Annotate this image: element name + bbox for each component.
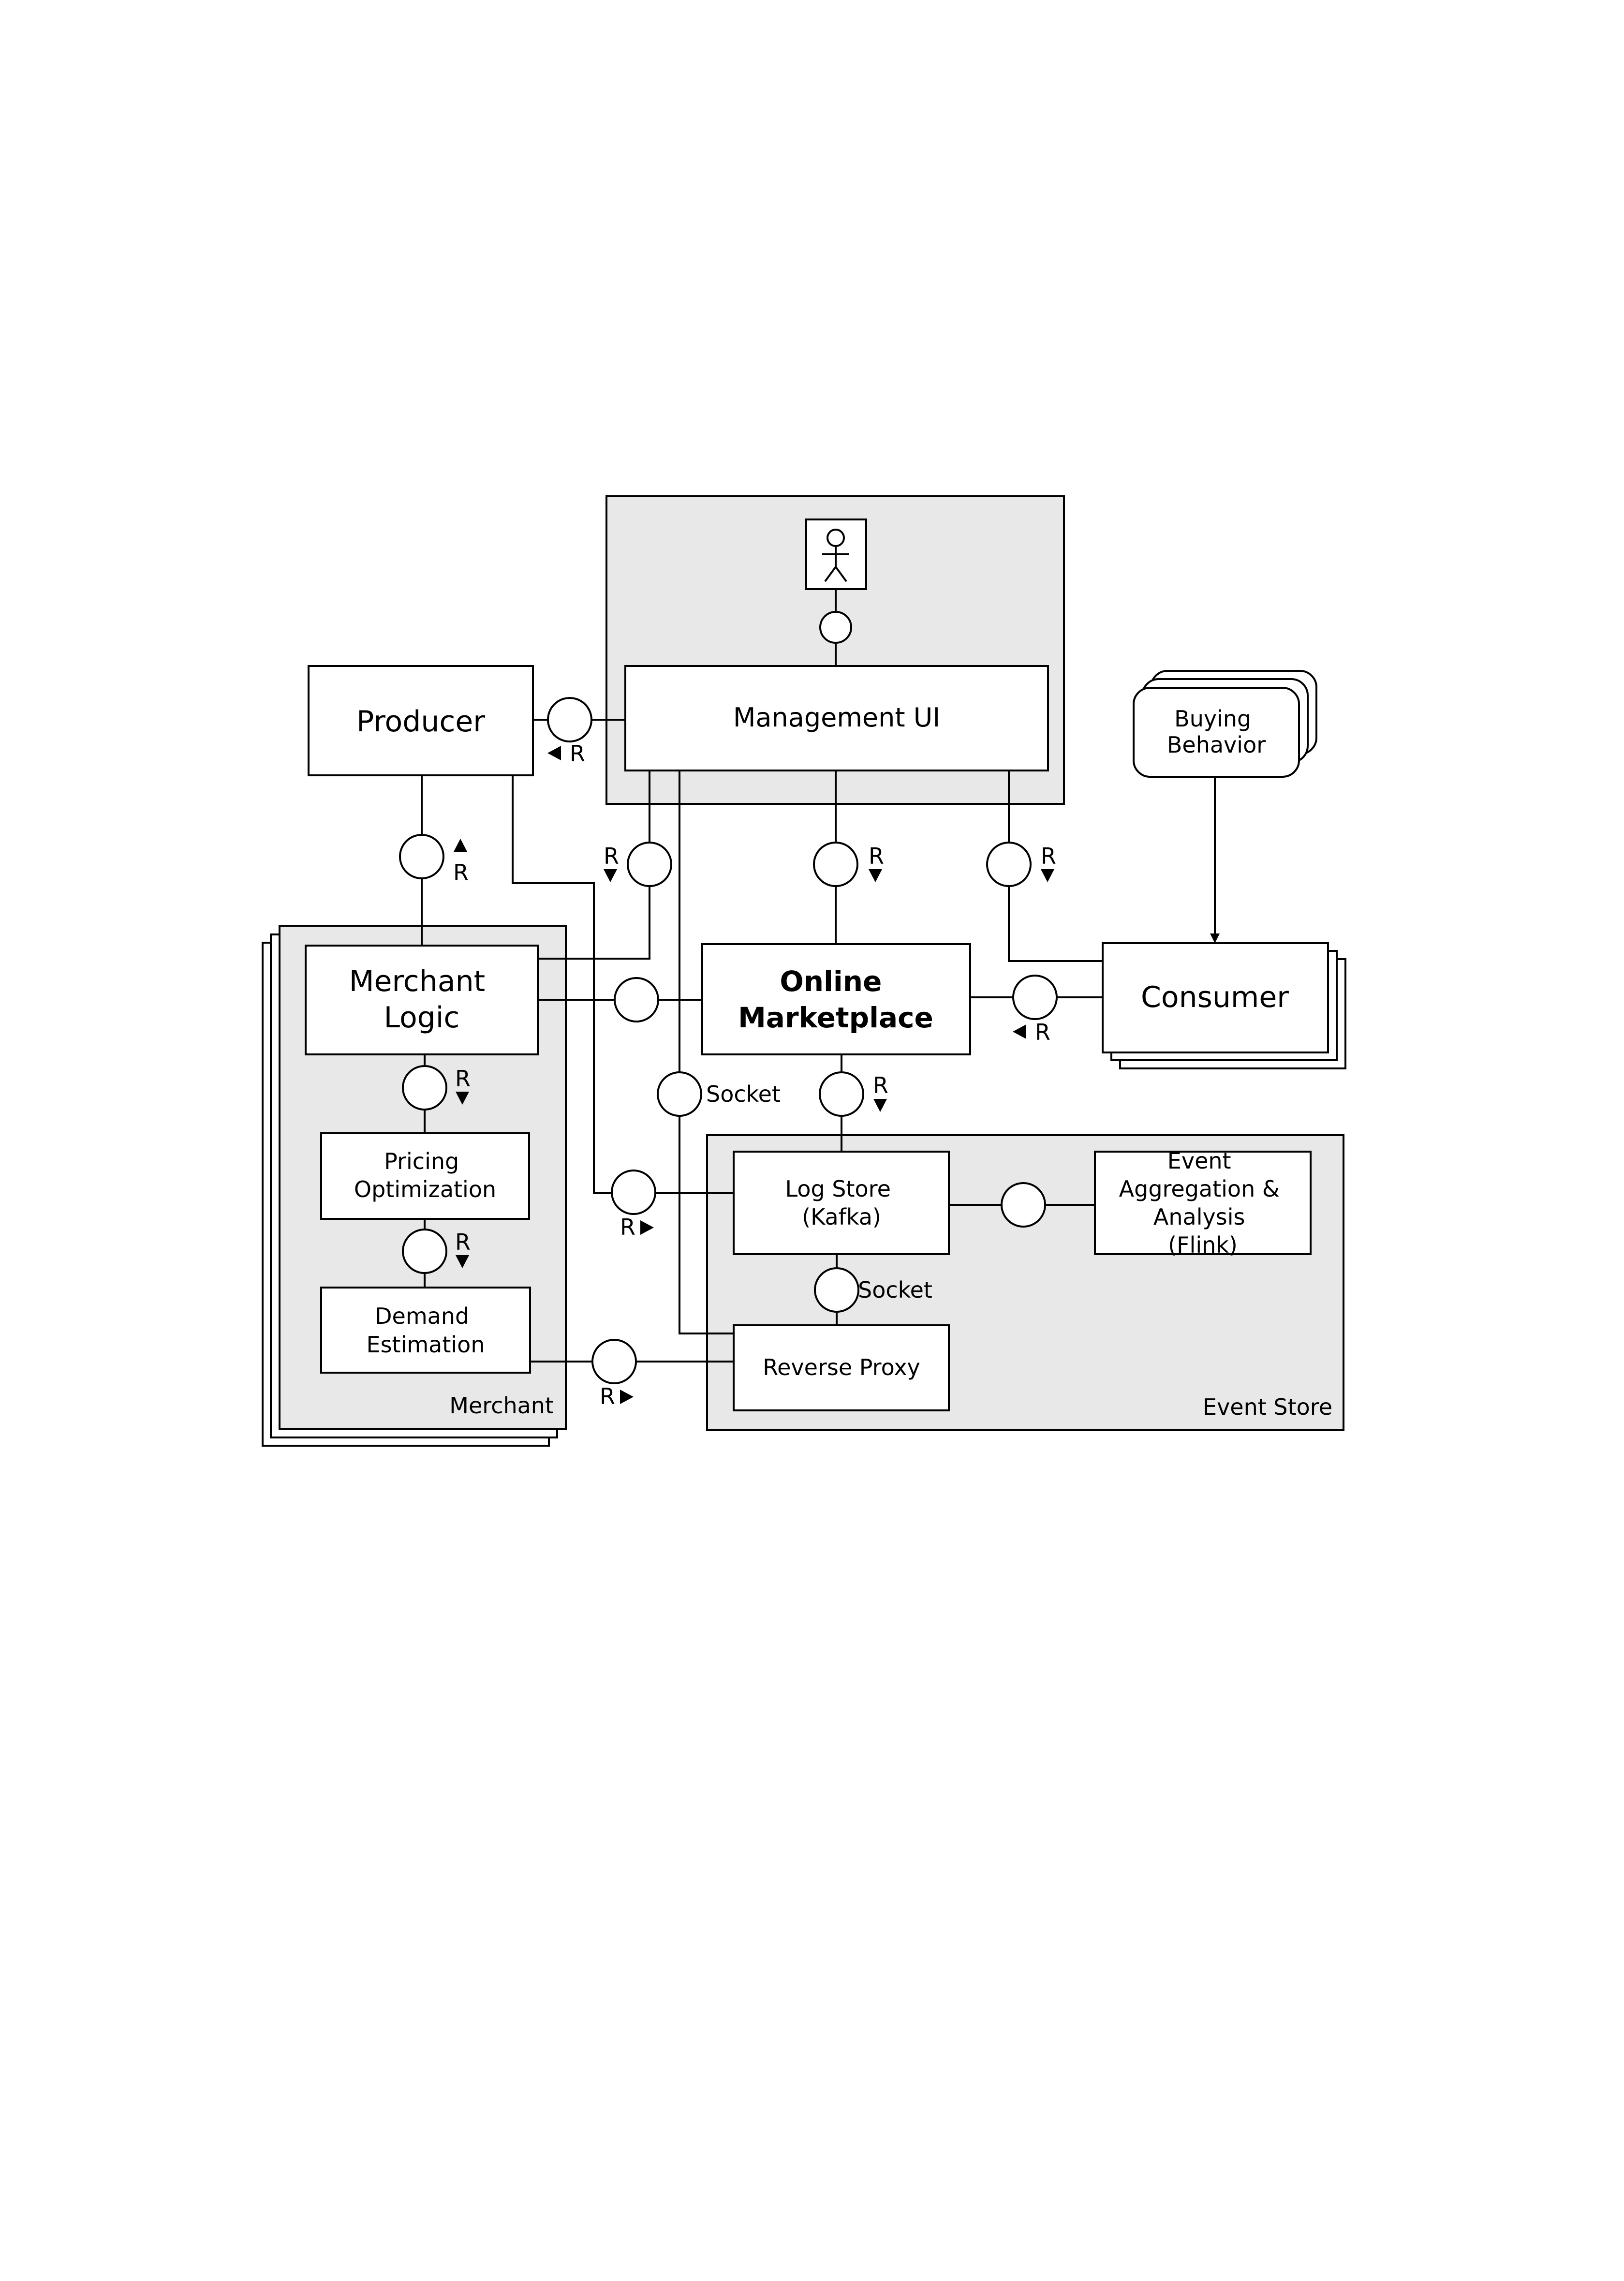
producer-box (308, 665, 534, 776)
socket-label-logstore-proxy: Socket (858, 1277, 932, 1303)
consumer-label: Consumer (1141, 980, 1289, 1014)
buying-behavior-line-2: Behavior (1167, 732, 1266, 758)
online-marketplace-line-1: Online (780, 965, 882, 998)
interface-producer-merchant (399, 834, 444, 879)
pricing-optimization-line-2: Optimization (354, 1176, 496, 1202)
buying-behavior-line-1: Buying (1174, 706, 1251, 732)
interface-demand-proxy (591, 1339, 637, 1384)
consumer-stack (1102, 942, 1346, 1069)
buying-behavior-label: Buying Behavior (1167, 706, 1266, 758)
online-marketplace-label: Online Marketplace (738, 965, 933, 1034)
event-aggregation-line-4: (Flink) (1168, 1232, 1238, 1258)
event-aggregation-line-1: Event (1167, 1148, 1231, 1174)
management-ui-box (624, 665, 1049, 771)
event-aggregation-line-3: Analysis (1153, 1204, 1245, 1230)
arrowhead (1210, 933, 1220, 943)
demand-estimation-label: Demand Estimation (367, 1303, 485, 1358)
r-label-mgmt-consumer: R (1041, 843, 1056, 869)
event-aggregation-label: Event Aggregation & Analysis (Flink) (1119, 1148, 1287, 1258)
merchant-logic-line-1: Merchant (349, 964, 485, 998)
online-marketplace-line-2: Marketplace (738, 1001, 933, 1034)
arrow-down-icon (869, 869, 882, 882)
interface-socket-logstore-proxy (814, 1267, 859, 1313)
demand-estimation-line-1: Demand (375, 1303, 469, 1329)
r-label-producer-logstore: R (620, 1214, 635, 1240)
interface-circles (399, 611, 1058, 1384)
arrow-down-icon (1041, 869, 1054, 882)
event-aggregation-line-2: Aggregation & (1119, 1176, 1280, 1202)
r-label-marketplace-logstore: R (873, 1072, 888, 1098)
arrow-down-icon (456, 1092, 469, 1105)
interface-producer-mgmt (547, 697, 592, 742)
reverse-proxy-box (733, 1324, 950, 1411)
r-label-merchant-pricing: R (455, 1066, 471, 1092)
r-label-producer-merchant: R (453, 859, 469, 886)
r-label-producer-mgmt: R (570, 741, 585, 767)
arrow-left-icon (547, 746, 561, 760)
interface-actor-mgmt (819, 611, 852, 644)
buying-behavior-stack (1133, 670, 1317, 778)
demand-estimation-line-2: Estimation (367, 1332, 485, 1358)
arrow-up-icon (454, 839, 467, 852)
r-label-marketplace-consumer: R (1035, 1019, 1050, 1045)
interface-mgmt-merchant (627, 842, 672, 887)
log-store-line-2: (Kafka) (802, 1204, 881, 1230)
pricing-optimization-box (320, 1132, 530, 1220)
arrow-right-icon (640, 1220, 654, 1235)
arrow-down-icon (456, 1255, 469, 1268)
pricing-optimization-label: Pricing Optimization (354, 1148, 496, 1202)
merchant-logic-label: Merchant Logic (349, 964, 494, 1035)
interface-marketplace-logstore (819, 1071, 864, 1117)
interface-socket-mgmt-proxy (657, 1071, 702, 1117)
interface-logstore-aggregation (1001, 1182, 1046, 1228)
arrow-down-icon (604, 869, 617, 882)
merchant-logic-box (305, 945, 539, 1055)
arrow-down-icon (873, 1099, 887, 1112)
r-label-mgmt-marketplace: R (869, 843, 884, 869)
arrow-left-icon (1013, 1024, 1026, 1039)
demand-estimation-box (320, 1287, 531, 1374)
direction-markers: R R R R R R Socket R R R R Socket R (453, 741, 1056, 1409)
merchant-region-label: Merchant (449, 1392, 554, 1419)
socket-label-mgmt-proxy: Socket (706, 1081, 781, 1107)
log-store-box (733, 1151, 950, 1255)
reverse-proxy-label: Reverse Proxy (763, 1354, 920, 1380)
log-store-line-1: Log Store (785, 1176, 891, 1202)
pricing-optimization-line-1: Pricing (384, 1148, 459, 1174)
management-ui-label: Management UI (733, 702, 940, 733)
event-store-region-label: Event Store (1203, 1394, 1332, 1420)
producer-label: Producer (356, 705, 485, 739)
log-store-label: Log Store (Kafka) (785, 1176, 898, 1230)
interface-mgmt-consumer (986, 842, 1032, 887)
r-label-pricing-demand: R (455, 1229, 471, 1255)
merchant-logic-line-2: Logic (384, 1001, 460, 1035)
user-actor-icon (805, 518, 867, 590)
interface-producer-logstore (611, 1170, 656, 1215)
interface-merchant-pricing (402, 1065, 447, 1111)
interface-mgmt-marketplace (813, 842, 858, 887)
event-aggregation-box (1094, 1151, 1312, 1255)
online-marketplace-box (701, 943, 971, 1055)
interface-merchant-marketplace (614, 977, 659, 1022)
r-label-demand-proxy: R (600, 1383, 615, 1409)
arrow-right-icon (620, 1390, 634, 1404)
interface-marketplace-consumer (1012, 975, 1058, 1020)
interface-pricing-demand (402, 1229, 447, 1274)
r-label-mgmt-merchant: R (604, 843, 619, 869)
